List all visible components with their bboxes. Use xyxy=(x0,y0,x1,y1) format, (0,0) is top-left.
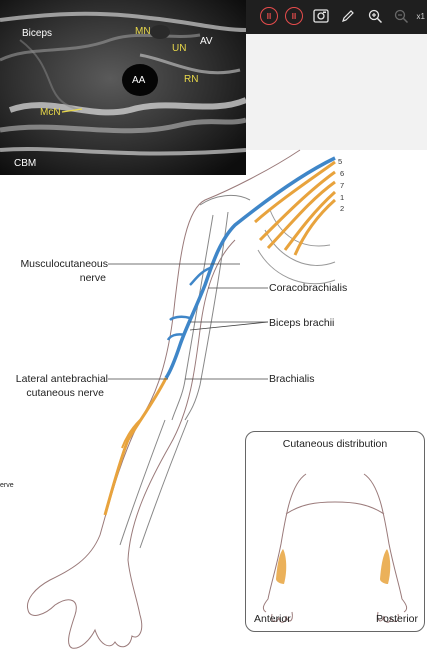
root-number: 5 xyxy=(338,157,343,166)
mn-label: MN xyxy=(135,26,151,37)
mcn-label: McN xyxy=(40,107,61,118)
root-number: 7 xyxy=(340,181,345,190)
nerve-branch xyxy=(166,333,186,341)
plexus-nerve xyxy=(258,170,336,242)
right-hand xyxy=(377,611,399,623)
av-label: AV xyxy=(200,36,213,47)
screenshot-icon[interactable] xyxy=(312,7,330,25)
anterior-label: Anterior xyxy=(254,613,291,625)
biceps-brachii-label: Biceps brachii xyxy=(269,317,335,329)
pencil-icon[interactable] xyxy=(339,7,357,25)
rib xyxy=(264,229,336,266)
nerve-branch xyxy=(189,266,211,286)
ultrasound-image: Biceps MN UN AV AA RN McN CBM xyxy=(0,0,248,175)
lateral-antebrachial-label-1: Lateral antebrachial xyxy=(15,373,108,385)
root-number: 2 xyxy=(340,204,345,213)
record-icon[interactable]: II xyxy=(260,7,278,25)
ulna-bone xyxy=(139,419,189,549)
arm-outline xyxy=(26,149,301,649)
posterior-zone xyxy=(380,549,391,584)
left-hand xyxy=(271,611,293,623)
musculocutaneous-label-1: Musculocutaneous xyxy=(20,258,108,270)
humerus-bone xyxy=(171,214,214,421)
zoom-out-icon[interactable] xyxy=(392,7,410,25)
radius-bone xyxy=(119,419,166,546)
rib xyxy=(257,249,336,285)
leader-line xyxy=(189,321,269,331)
body-silhouette xyxy=(262,473,408,623)
brachialis-label: Brachialis xyxy=(269,373,315,385)
plexus-nerve xyxy=(266,180,336,250)
plexus-nerve xyxy=(283,190,337,251)
plexus-nerve xyxy=(293,198,336,256)
plexus-nerve xyxy=(254,160,336,224)
biceps-label: Biceps xyxy=(22,28,53,39)
posterior-label: Posterior xyxy=(375,613,418,625)
coracobrachialis-label: Coracobrachialis xyxy=(269,282,348,294)
cbm-label: CBM xyxy=(14,158,37,169)
side-panel xyxy=(246,34,427,150)
shoulder-bone xyxy=(199,194,251,206)
aa-label: AA xyxy=(132,75,146,86)
cropped-label-fragment: erve xyxy=(0,482,14,489)
musculocutaneous-nerve xyxy=(164,156,336,379)
lateral-antebrachial-label-2: cutaneous nerve xyxy=(26,387,104,399)
musculocutaneous-label-2: nerve xyxy=(79,272,106,284)
ultrasound-scan xyxy=(0,0,248,175)
root-number: 6 xyxy=(340,169,345,178)
un-label: UN xyxy=(172,43,187,54)
root-number: 1 xyxy=(340,193,345,202)
silhouette-outline xyxy=(262,473,408,613)
nerve-branch xyxy=(169,315,191,321)
stop-icon[interactable]: II xyxy=(285,7,303,25)
lateral-antebrachial-nerve xyxy=(103,377,168,516)
rn-label: RN xyxy=(184,74,199,85)
zoom-level: x1 xyxy=(416,12,425,21)
humerus-bone-edge xyxy=(184,211,229,421)
anterior-zone xyxy=(276,549,287,584)
zoom-in-icon[interactable] xyxy=(366,7,384,25)
nerve-branch xyxy=(121,419,141,449)
cutaneous-distribution-inset: Cutaneous distribution Anterior Posterio… xyxy=(245,431,425,632)
inset-title: Cutaneous distribution xyxy=(282,438,388,450)
viewer-toolbar: II II x1 xyxy=(246,0,427,34)
